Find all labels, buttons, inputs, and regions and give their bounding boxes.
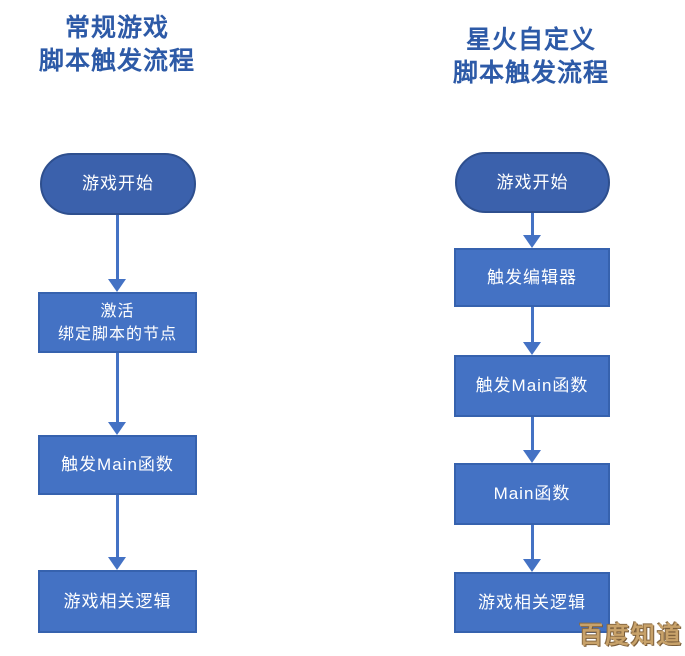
left-node-activate-bound-script: 激活 绑定脚本的节点 xyxy=(38,292,197,353)
arrow-head xyxy=(108,557,126,570)
left-flow-title-line2: 脚本触发流程 xyxy=(38,47,195,75)
left-node-trigger-main: 触发Main函数 xyxy=(38,435,197,495)
arrow-shaft xyxy=(115,215,119,279)
right-node-main-function: Main函数 xyxy=(454,463,610,525)
arrow-head xyxy=(523,559,541,572)
right-node-game-logic: 游戏相关逻辑 xyxy=(454,572,610,633)
arrow-shaft xyxy=(115,353,119,422)
right-node-game-logic-label: 游戏相关逻辑 xyxy=(478,592,586,612)
left-node-game-logic-label: 游戏相关逻辑 xyxy=(63,591,172,611)
left-flow-title: 常规游戏 脚本触发流程 xyxy=(2,12,232,78)
left-node-trigger-main-label: 触发Main函数 xyxy=(61,455,174,474)
arrow-head xyxy=(523,342,541,355)
baidu-zhidao-watermark: 百度知道 xyxy=(579,622,683,649)
left-node-game-start: 游戏开始 xyxy=(40,153,196,215)
left-node-activate-label-line2: 绑定脚本的节点 xyxy=(57,325,177,343)
right-flow-title-line2: 脚本触发流程 xyxy=(452,59,609,87)
arrow-down-icon xyxy=(523,213,541,248)
right-flow-title-line1: 星火自定义 xyxy=(465,26,596,54)
left-node-game-logic: 游戏相关逻辑 xyxy=(38,570,197,633)
right-node-trigger-main: 触发Main函数 xyxy=(454,355,610,417)
right-node-main-function-label: Main函数 xyxy=(493,484,571,503)
right-flow-title: 星火自定义 脚本触发流程 xyxy=(411,24,651,90)
arrow-shaft xyxy=(530,213,534,235)
right-node-game-start: 游戏开始 xyxy=(455,152,610,213)
arrow-down-icon xyxy=(523,525,541,572)
left-flow-title-line1: 常规游戏 xyxy=(64,14,169,42)
arrow-down-icon xyxy=(523,307,541,355)
arrow-head xyxy=(108,422,126,435)
arrow-head xyxy=(108,279,126,292)
right-node-trigger-editor-label: 触发编辑器 xyxy=(487,267,577,287)
arrow-head xyxy=(523,450,541,463)
arrow-shaft xyxy=(530,307,534,342)
right-node-game-start-label: 游戏开始 xyxy=(496,172,569,192)
right-node-trigger-main-label: 触发Main函数 xyxy=(475,376,589,395)
arrow-down-icon xyxy=(523,417,541,463)
left-node-game-start-label: 游戏开始 xyxy=(82,174,154,193)
arrow-shaft xyxy=(530,525,534,559)
arrow-head xyxy=(523,235,541,248)
arrow-down-icon xyxy=(108,495,126,570)
arrow-shaft xyxy=(115,495,119,557)
arrow-shaft xyxy=(530,417,534,450)
arrow-down-icon xyxy=(108,353,126,435)
right-node-trigger-editor: 触发编辑器 xyxy=(454,248,610,307)
arrow-down-icon xyxy=(108,215,126,292)
left-node-activate-label-line1: 激活 xyxy=(100,302,135,320)
